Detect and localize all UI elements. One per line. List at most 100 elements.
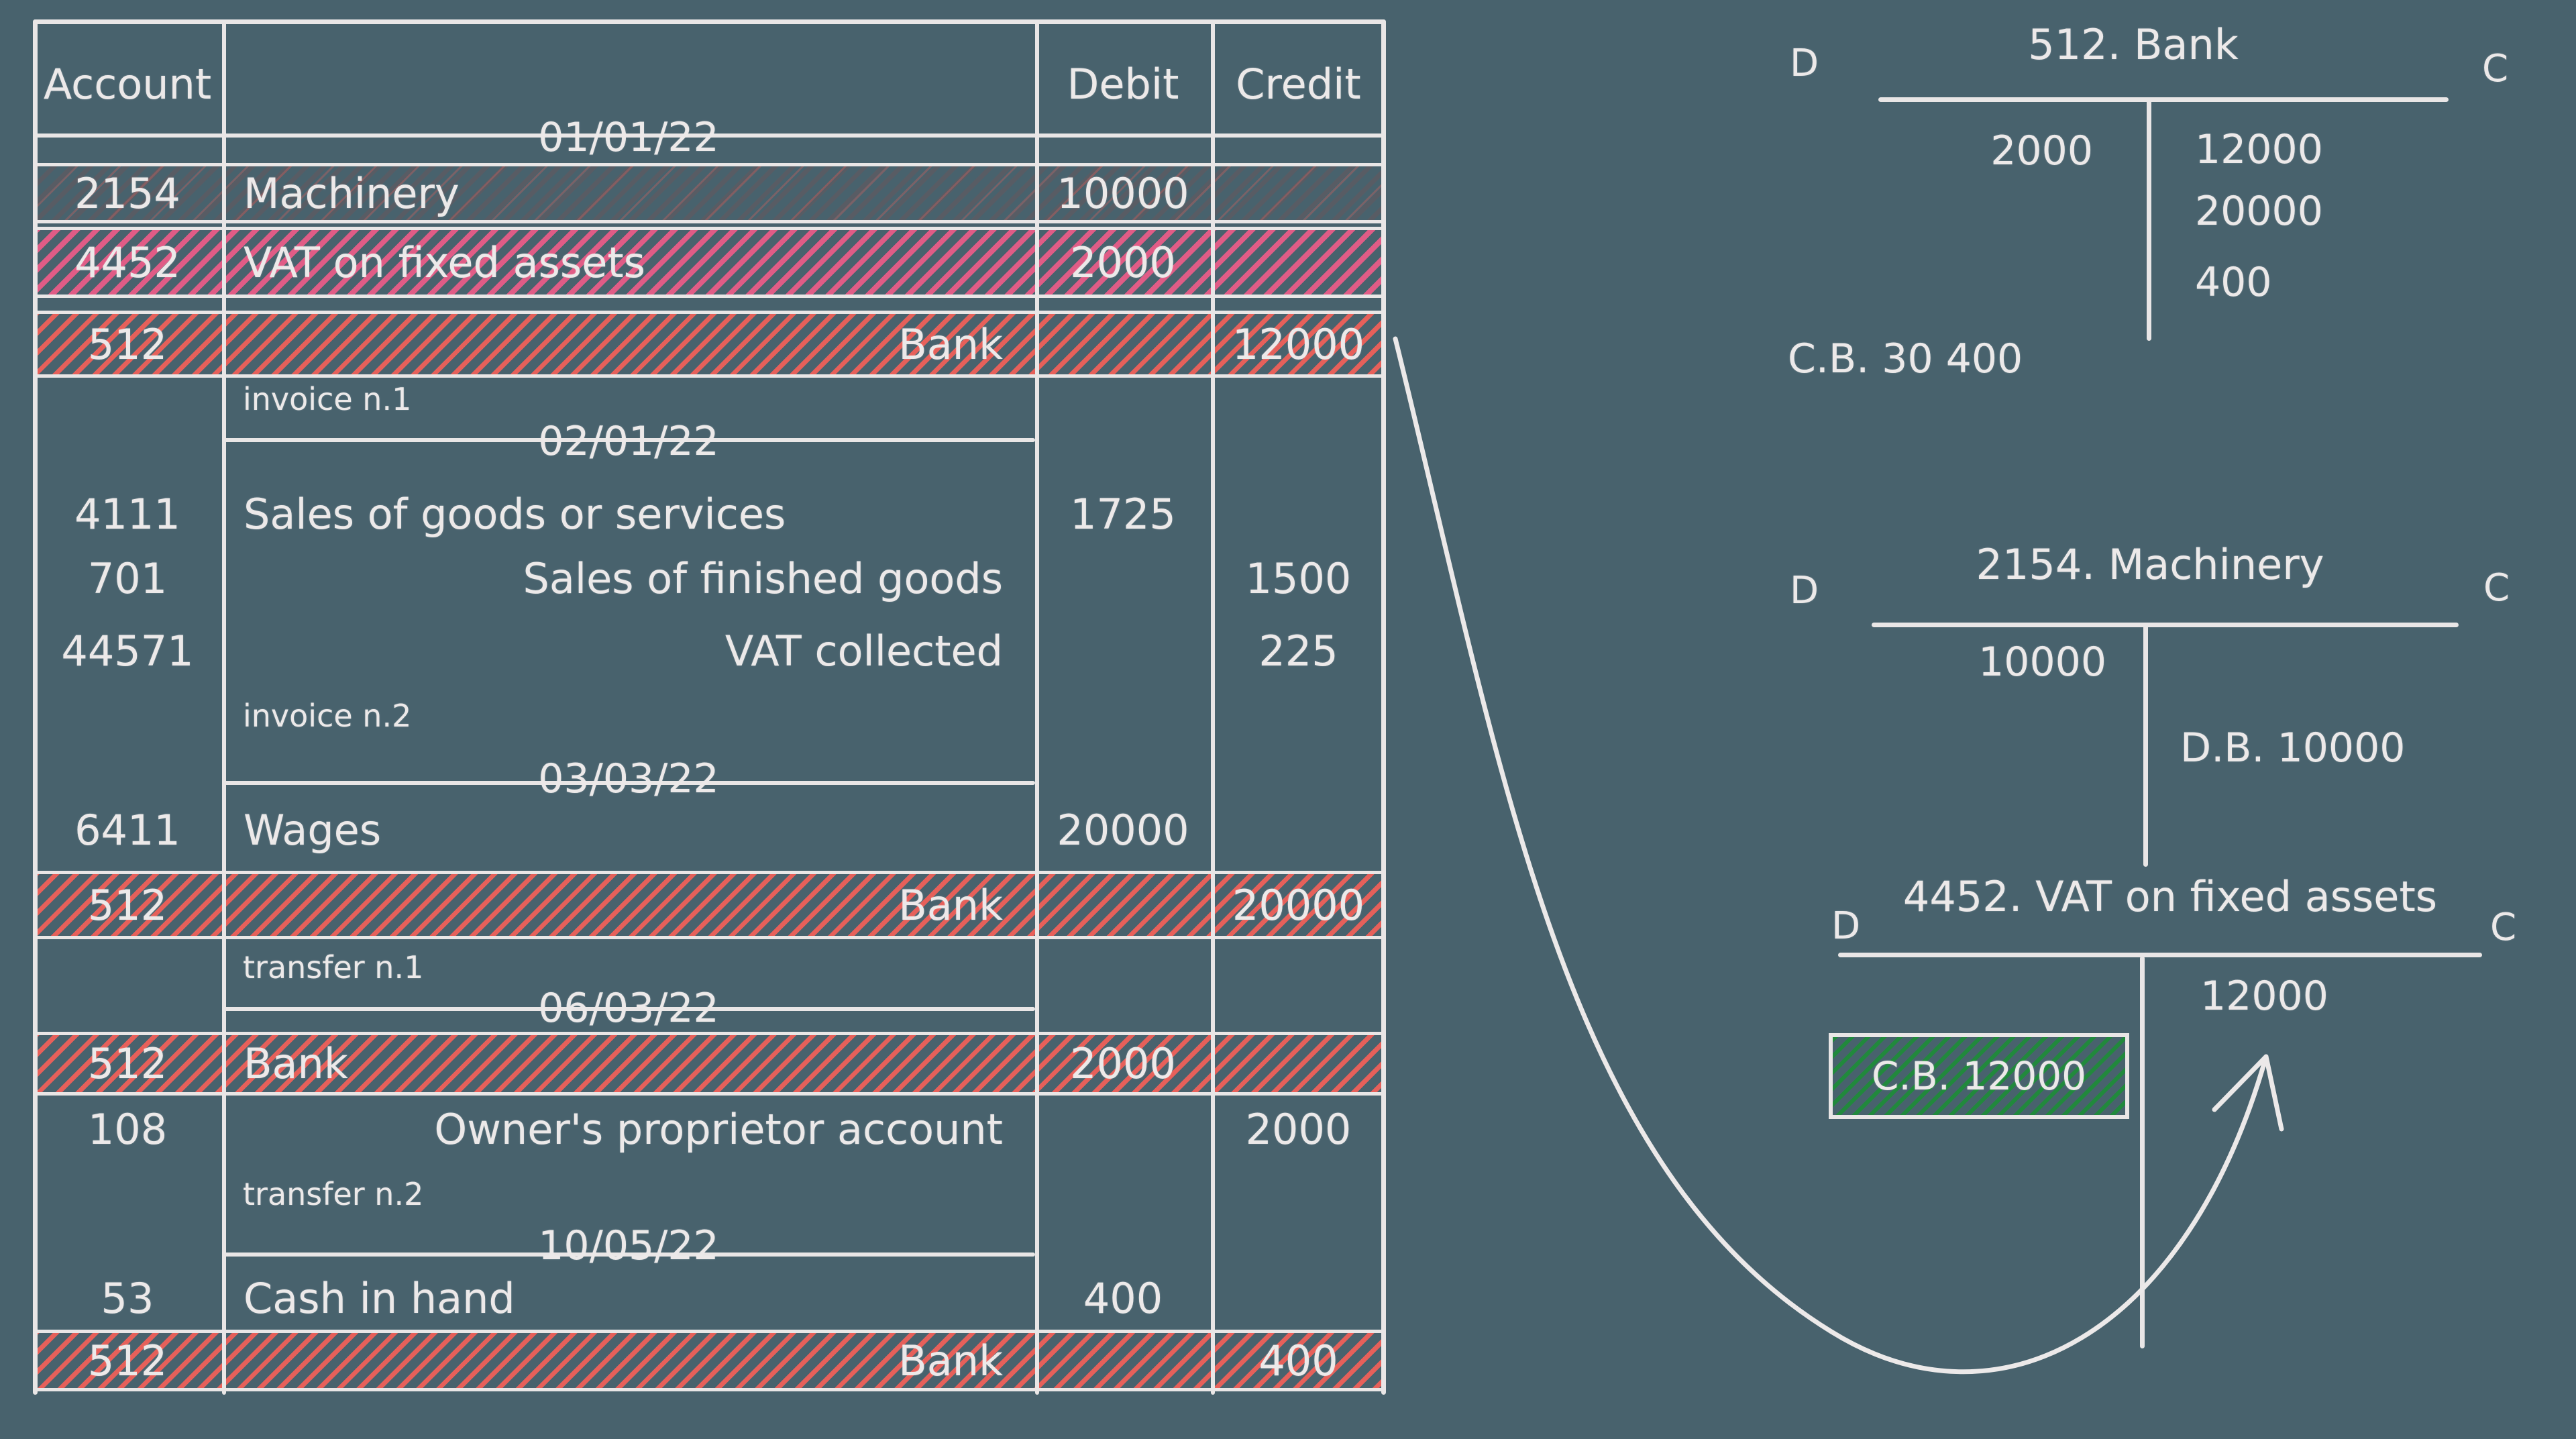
column-divider-debit [1035, 19, 1039, 1395]
label-cell: Owner's proprietor account [434, 1104, 1003, 1154]
journal-row: 512 Bank 2000 [33, 1032, 1386, 1096]
credit-side-label: C [2482, 47, 2509, 91]
header-debit: Debit [1067, 59, 1179, 109]
label-cell: VAT on fixed assets [244, 237, 645, 287]
debit-side-label: D [1790, 42, 1819, 85]
label-cell: Bank [898, 319, 1003, 369]
highlight-band [33, 1032, 1386, 1096]
debit-side-label: D [1831, 904, 1861, 948]
date-separator-line [222, 781, 1035, 785]
t-account-top-line [1878, 97, 2449, 102]
label-cell: Cash in hand [244, 1273, 515, 1323]
table-border-top [33, 19, 1386, 24]
journal-row: 512 Bank 400 [33, 1330, 1386, 1391]
account-cell: 4452 [74, 237, 180, 287]
date-label: 03/03/22 [538, 755, 719, 802]
highlight-band [33, 163, 1386, 223]
debit-cell: 20000 [1057, 805, 1189, 855]
journal-note: invoice n.2 [243, 698, 412, 734]
debit-cell: 2000 [1070, 237, 1176, 287]
credit-cell: 225 [1258, 626, 1338, 676]
t-account-top-line [1872, 623, 2459, 627]
highlight-band [33, 871, 1386, 939]
t-account-divider [2140, 956, 2145, 1348]
label-cell: Bank [244, 1039, 348, 1088]
label-cell: Bank [898, 1336, 1003, 1385]
journal-note: transfer n.1 [243, 949, 424, 985]
table-border-left [33, 19, 38, 1395]
closing-balance-label: C.B. 12000 [1871, 1053, 2087, 1099]
credit-cell: 20000 [1232, 880, 1365, 930]
account-cell: 44571 [61, 626, 194, 676]
credit-side-label: C [2490, 906, 2517, 949]
journal-note: transfer n.2 [243, 1176, 424, 1212]
debit-cell: 2000 [1070, 1039, 1176, 1088]
credit-cell: 12000 [1232, 319, 1365, 369]
account-cell: 6411 [74, 805, 180, 855]
journal-note: invoice n.1 [243, 381, 412, 417]
table-border-right [1381, 19, 1386, 1395]
account-cell: 512 [87, 880, 168, 930]
label-cell: Sales of goods or services [244, 489, 786, 539]
date-separator-line [33, 134, 1386, 138]
column-divider-account [222, 19, 226, 1395]
t-account-top-line [1838, 953, 2482, 957]
t-account-divider [2147, 99, 2151, 341]
label-cell: Machinery [244, 168, 460, 218]
t-debit-entry: 2000 [1990, 127, 2093, 174]
flow-arrow-curve [1393, 336, 2269, 1375]
flow-arrow-head [2212, 1054, 2284, 1132]
date-separator-line [222, 438, 1035, 442]
highlight-band [33, 227, 1386, 298]
account-cell: 53 [101, 1273, 154, 1323]
account-cell: 108 [87, 1104, 168, 1154]
t-account-title: 2154. Machinery [1976, 540, 2324, 589]
label-cell: Wages [244, 805, 382, 855]
journal-row: 4452 VAT on fixed assets 2000 [33, 227, 1386, 298]
header-account: Account [43, 59, 212, 109]
account-cell: 4111 [74, 489, 180, 539]
t-credit-entry: 12000 [2200, 973, 2328, 1020]
credit-side-label: C [2483, 566, 2510, 610]
account-cell: 2154 [74, 168, 180, 218]
date-label: 10/05/22 [538, 1222, 719, 1269]
journal-row: 2154 Machinery 10000 [33, 163, 1386, 223]
debit-cell: 400 [1083, 1273, 1163, 1323]
label-cell: Bank [898, 880, 1003, 930]
closing-balance-label: C.B. 30 400 [1788, 335, 2023, 382]
date-label: 06/03/22 [538, 985, 719, 1032]
t-credit-entry: 12000 [2195, 126, 2323, 173]
debit-side-label: D [1790, 569, 1819, 612]
journal-row: 512 Bank 20000 [33, 871, 1386, 939]
t-account-title: 512. Bank [2028, 20, 2239, 69]
t-account-divider [2143, 625, 2148, 867]
account-cell: 512 [87, 1039, 168, 1088]
column-divider-credit [1211, 19, 1215, 1395]
header-credit: Credit [1236, 59, 1361, 109]
journal-row: 4111 Sales of goods or services 1725 [33, 484, 1386, 544]
journal-row: 701 Sales of finished goods 1500 [33, 548, 1386, 608]
date-separator-line [222, 1007, 1035, 1011]
label-cell: Sales of finished goods [523, 553, 1003, 603]
date-separator-line [222, 1253, 1035, 1257]
account-cell: 512 [87, 319, 168, 369]
label-cell: VAT collected [724, 626, 1003, 676]
journal-row: 53 Cash in hand 400 [33, 1268, 1386, 1328]
account-cell: 512 [87, 1336, 168, 1385]
highlight-band [33, 311, 1386, 378]
journal-row: 44571 VAT collected 225 [33, 621, 1386, 681]
debit-cell: 10000 [1057, 168, 1189, 218]
debit-balance-label: D.B. 10000 [2180, 725, 2406, 771]
date-label: 02/01/22 [538, 418, 719, 465]
highlight-band [33, 1330, 1386, 1391]
date-label: 01/01/22 [538, 114, 719, 161]
journal-row: 108 Owner's proprietor account 2000 [33, 1099, 1386, 1159]
t-debit-entry: 10000 [1978, 639, 2106, 686]
t-account-title: 4452. VAT on fixed assets [1902, 872, 2438, 921]
credit-cell: 1500 [1245, 553, 1352, 603]
t-credit-entry: 400 [2195, 259, 2272, 306]
journal-row: 6411 Wages 20000 [33, 800, 1386, 860]
t-credit-entry: 20000 [2195, 188, 2323, 235]
